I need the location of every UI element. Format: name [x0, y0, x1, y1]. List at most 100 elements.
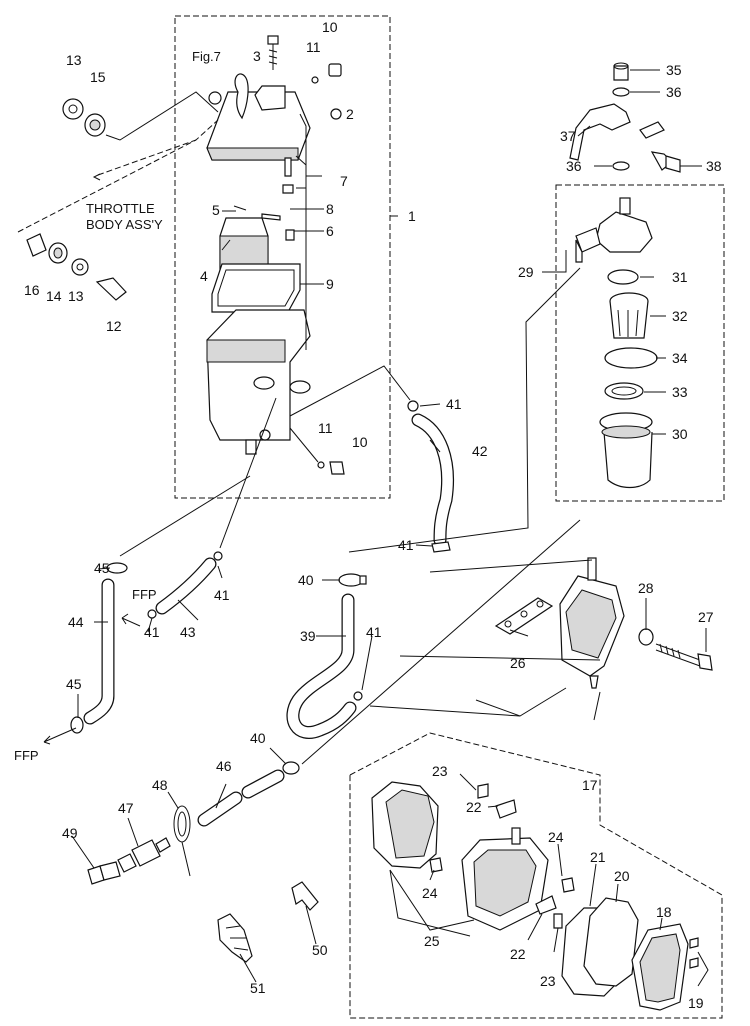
ffp-note-2: FFP — [14, 748, 39, 763]
callout: 41 — [366, 624, 382, 640]
throttle-arrow — [92, 173, 101, 181]
fuel-pump-group-frame — [349, 732, 723, 1019]
grommet-15 — [84, 113, 106, 137]
callout: 36 — [666, 84, 682, 100]
clip-41-c — [213, 551, 223, 561]
callout: 34 — [672, 350, 688, 366]
callout: 29 — [518, 264, 534, 280]
callout: 41 — [446, 396, 462, 412]
tie-48 — [173, 805, 191, 877]
callout: 1 — [408, 208, 416, 224]
check-valve-22-bottom — [535, 895, 557, 915]
screws-19 — [689, 937, 699, 969]
clip-41-e — [353, 691, 363, 701]
check-valve-22-top — [495, 799, 517, 819]
pump-gasket-26 — [494, 597, 554, 635]
callout: 47 — [118, 800, 134, 816]
callout: 31 — [672, 269, 688, 285]
ring-33 — [604, 382, 644, 400]
screw-23-bottom — [553, 913, 563, 929]
drain-screw-10 — [317, 461, 345, 475]
float-pin-5 — [233, 205, 247, 211]
clip-41-d — [147, 609, 157, 619]
vapor-separator-group-frame — [174, 15, 391, 499]
throttle-note-line2: BODY ASS'Y — [86, 217, 163, 232]
clip-41-b — [431, 541, 451, 553]
joint-47 — [117, 837, 171, 873]
callout: 45 — [66, 676, 82, 692]
nut-35 — [613, 62, 629, 81]
holder-51 — [217, 913, 253, 963]
hose-46b-inner — [242, 770, 284, 798]
callout: 44 — [68, 614, 84, 630]
callout: 27 — [698, 609, 714, 625]
ffp-note-1: FFP — [132, 587, 157, 602]
callout: 25 — [424, 933, 440, 949]
gasket-20 — [583, 897, 639, 987]
hose-46-inner — [198, 792, 242, 826]
washer-13-top — [62, 98, 84, 120]
filter-element-32 — [609, 292, 649, 339]
callout: 33 — [672, 384, 688, 400]
callout: 15 — [90, 69, 106, 85]
callout: 41 — [144, 624, 160, 640]
callout: 37 — [560, 128, 576, 144]
fuel-pump-17 — [559, 557, 625, 689]
callout: 10 — [322, 19, 338, 35]
callout: 35 — [666, 62, 682, 78]
callout: 28 — [638, 580, 654, 596]
bolt-27 — [655, 643, 713, 671]
callout: 13 — [66, 52, 82, 68]
callout: 22 — [510, 946, 526, 962]
throttle-note-line1: THROTTLE — [86, 201, 155, 216]
callout: 7 — [340, 173, 348, 189]
fig7-note: Fig.7 — [192, 49, 221, 64]
callout: 46 — [216, 758, 232, 774]
callout: 23 — [540, 973, 556, 989]
nut-24-right — [561, 877, 575, 893]
filter-cup-30 — [599, 412, 653, 489]
callout: 48 — [152, 777, 168, 793]
callout: 45 — [94, 560, 110, 576]
callout: 21 — [590, 849, 606, 865]
collar-16 — [26, 233, 47, 257]
callout: 23 — [432, 763, 448, 779]
separator-cover — [206, 85, 311, 161]
plug-49 — [87, 861, 121, 885]
connection-lines — [17, 91, 601, 931]
washer-28 — [638, 628, 654, 646]
ffp-arrow-2 — [43, 727, 77, 745]
callout: 3 — [253, 48, 261, 64]
float-arm-8 — [261, 213, 281, 221]
clip-45-bottom — [70, 716, 84, 734]
bracket-37 — [569, 103, 665, 161]
grommet-14 — [48, 242, 68, 264]
callout: 22 — [466, 799, 482, 815]
fig7-clip — [234, 73, 249, 120]
callout-labels: 1 2 3 4 5 6 7 8 9 10 10 11 11 12 13 13 1… — [24, 19, 722, 1011]
callout: 20 — [614, 868, 630, 884]
callout: 40 — [298, 572, 314, 588]
callout: 18 — [656, 904, 672, 920]
filter-head-29 — [575, 197, 653, 263]
callout: 50 — [312, 942, 328, 958]
callout: 2 — [346, 106, 354, 122]
callout: 24 — [422, 885, 438, 901]
callout: 43 — [180, 624, 196, 640]
needle-valve-7 — [282, 157, 294, 194]
separator-fittings — [253, 376, 311, 441]
bolt-12 — [95, 277, 127, 301]
callout: 12 — [106, 318, 122, 334]
callout: 39 — [300, 628, 316, 644]
callout: 19 — [688, 995, 704, 1011]
pump-body-center — [461, 827, 549, 931]
clip-40-top — [338, 573, 367, 587]
callout: 16 — [24, 282, 40, 298]
washer-36-top — [612, 87, 630, 97]
callout: 41 — [398, 537, 414, 553]
clamp-50 — [291, 881, 319, 911]
pump-cover-18 — [631, 923, 689, 1011]
separator-body — [206, 309, 311, 455]
o-ring-34 — [604, 347, 658, 369]
callout: 49 — [62, 825, 78, 841]
